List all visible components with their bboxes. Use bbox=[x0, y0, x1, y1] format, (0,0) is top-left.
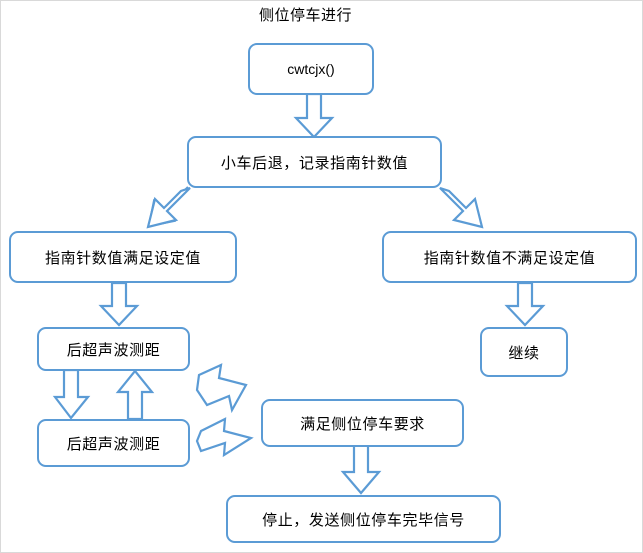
node-start[interactable]: cwtcjx() bbox=[248, 43, 374, 95]
node-compass-ok[interactable]: 指南针数值满足设定值 bbox=[9, 231, 237, 283]
node-stop-signal[interactable]: 停止，发送侧位停车完毕信号 bbox=[226, 495, 501, 543]
node-ultrasonic-2[interactable]: 后超声波测距 bbox=[37, 419, 190, 467]
edge-start-to-reverse bbox=[293, 92, 335, 139]
edge-ultrasonic-2-to-meet-req bbox=[195, 413, 257, 463]
edge-ultrasonic-1-to-meet-req bbox=[195, 363, 257, 415]
edge-ultrasonic-2-to-ultrasonic-1 bbox=[115, 369, 155, 421]
node-continue[interactable]: 继续 bbox=[480, 327, 568, 377]
edge-meet-req-to-stop-signal bbox=[340, 443, 382, 495]
edge-ultrasonic-1-to-ultrasonic-2 bbox=[52, 368, 91, 420]
node-reverse[interactable]: 小车后退，记录指南针数值 bbox=[187, 136, 442, 188]
edge-compass-ok-to-ultrasonic-1 bbox=[98, 281, 140, 327]
edge-compass-bad-to-continue bbox=[504, 281, 546, 327]
diagram-title: 侧位停车进行 bbox=[259, 7, 353, 24]
node-meet-req[interactable]: 满足侧位停车要求 bbox=[261, 399, 464, 447]
node-ultrasonic-1[interactable]: 后超声波测距 bbox=[37, 327, 190, 371]
node-compass-bad[interactable]: 指南针数值不满足设定值 bbox=[382, 231, 637, 283]
